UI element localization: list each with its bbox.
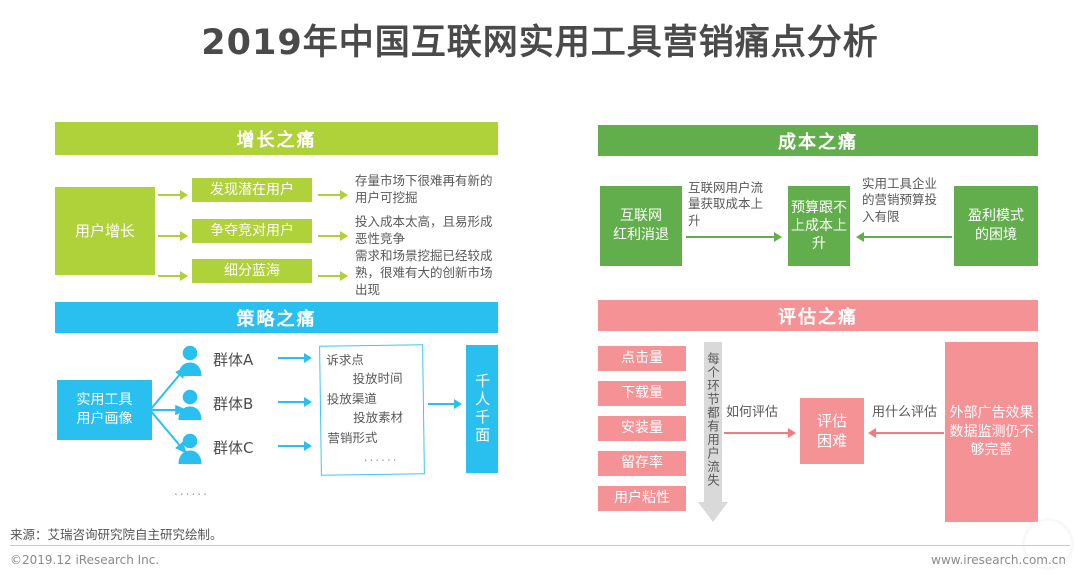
source-note: 来源：艾瑞咨询研究院自主研究绘制。 xyxy=(10,527,223,542)
copyright-text: ©2019.12 iResearch Inc. xyxy=(10,553,160,567)
cost-center-box: 预算跟不上成本上升 xyxy=(788,186,850,266)
evaluation-metric-0: 点击量 xyxy=(598,346,686,371)
arrow-growth-root-1 xyxy=(158,231,188,241)
person-icon-0 xyxy=(178,345,202,376)
funnel-down-arrow xyxy=(698,342,728,522)
arrow-cost-left xyxy=(686,232,782,242)
evaluation-metric-3: 留存率 xyxy=(598,451,686,476)
growth-item-note-0: 存量市场下很难再有新的用户可挖掘 xyxy=(355,173,493,205)
arrow-growth-note-2 xyxy=(318,271,348,281)
cost-right-line1: 盈利模式 xyxy=(968,208,1024,225)
cost-left-line1: 互联网 xyxy=(620,208,662,225)
panel-header-cost: 成本之痛 xyxy=(598,125,1038,156)
person-icon-1 xyxy=(178,389,202,420)
card-item-4: 营销形式 xyxy=(327,429,378,446)
strategy-outcome-label: 千人千面 xyxy=(473,373,492,445)
strategy-ellipsis: ...... xyxy=(174,484,209,498)
growth-item-box-0: 发现潜在用户 xyxy=(192,178,312,202)
card-item-0: 诉求点 xyxy=(326,352,364,368)
evaluation-metric-4: 用户粘性 xyxy=(598,486,686,511)
evaluation-metric-2: 安装量 xyxy=(598,416,686,441)
arrow-growth-note-1 xyxy=(318,231,348,241)
strategy-outcome-box: 千人千面 xyxy=(466,345,498,473)
evaluation-right-box: 外部广告效果数据监测仍不够完善 xyxy=(945,342,1038,522)
panel-header-strategy: 策略之痛 xyxy=(55,302,498,333)
person-icon-2 xyxy=(178,433,202,464)
evaluation-right-arrow-label: 用什么评估 xyxy=(872,405,938,420)
evaluation-left-arrow-label: 如何评估 xyxy=(726,405,779,420)
panel-header-evaluation: 评估之痛 xyxy=(598,300,1038,331)
iresearch-logo xyxy=(1022,518,1074,570)
strategy-group-label-1: 群体B xyxy=(213,395,254,413)
strategy-root-box: 实用工具 用户画像 xyxy=(57,380,152,440)
card-ellipsis: ...... xyxy=(363,449,399,465)
growth-item-box-1: 争夺竞对用户 xyxy=(192,219,312,243)
card-item-1: 投放时间 xyxy=(352,370,403,387)
strategy-root-line1: 实用工具 xyxy=(76,392,133,409)
evaluation-center-box: 评估 困难 xyxy=(800,398,864,464)
arrow-card-outcome xyxy=(428,399,462,409)
evaluation-center-line2: 困难 xyxy=(816,432,847,450)
growth-root-box: 用户增长 xyxy=(55,187,155,275)
arrow-growth-root-2 xyxy=(158,271,188,281)
footer-divider xyxy=(10,545,1070,546)
cost-left-arrow-label: 互联网用户流量获取成本上升 xyxy=(688,180,764,228)
cost-left-box: 互联网 红利消退 xyxy=(600,186,682,266)
arrow-evaluation-left xyxy=(724,428,796,438)
card-item-2: 投放渠道 xyxy=(326,390,377,407)
evaluation-metric-1: 下载量 xyxy=(598,381,686,406)
cost-right-box: 盈利模式 的困境 xyxy=(954,186,1038,266)
arrow-evaluation-right xyxy=(868,428,944,438)
growth-item-note-1: 投入成本太高，且易形成恶性竞争 xyxy=(355,214,493,246)
growth-item-note-2: 需求和场景挖掘已经较成熟，很难有大的创新市场出现 xyxy=(355,248,493,297)
arrow-group-card-0 xyxy=(278,353,312,363)
cost-right-arrow-label: 实用工具企业的营销预算投入有限 xyxy=(862,176,938,224)
arrow-cost-right xyxy=(856,232,952,242)
arrow-group-card-1 xyxy=(278,397,312,407)
strategy-root-line2: 用户画像 xyxy=(76,411,133,427)
strategy-group-label-2: 群体C xyxy=(213,439,254,457)
cost-left-line2: 红利消退 xyxy=(613,227,669,243)
card-item-3: 投放素材 xyxy=(353,409,404,426)
page-title: 2019年中国互联网实用工具营销痛点分析 xyxy=(201,23,879,63)
funnel-arrow-label: 每个环节都有用户流失 xyxy=(705,352,720,487)
cost-right-line2: 的困境 xyxy=(975,227,1017,243)
strategy-attributes-card: 诉求点 投放时间 投放渠道 投放素材 营销形式 ...... xyxy=(319,344,425,476)
arrow-group-card-2 xyxy=(278,441,312,451)
arrow-growth-root-0 xyxy=(158,190,188,200)
evaluation-center-line1: 评估 xyxy=(816,411,847,430)
arrow-growth-note-0 xyxy=(318,190,348,200)
panel-header-growth: 增长之痛 xyxy=(55,122,498,155)
growth-item-box-2: 细分蓝海 xyxy=(192,259,312,283)
strategy-group-label-0: 群体A xyxy=(213,351,254,369)
